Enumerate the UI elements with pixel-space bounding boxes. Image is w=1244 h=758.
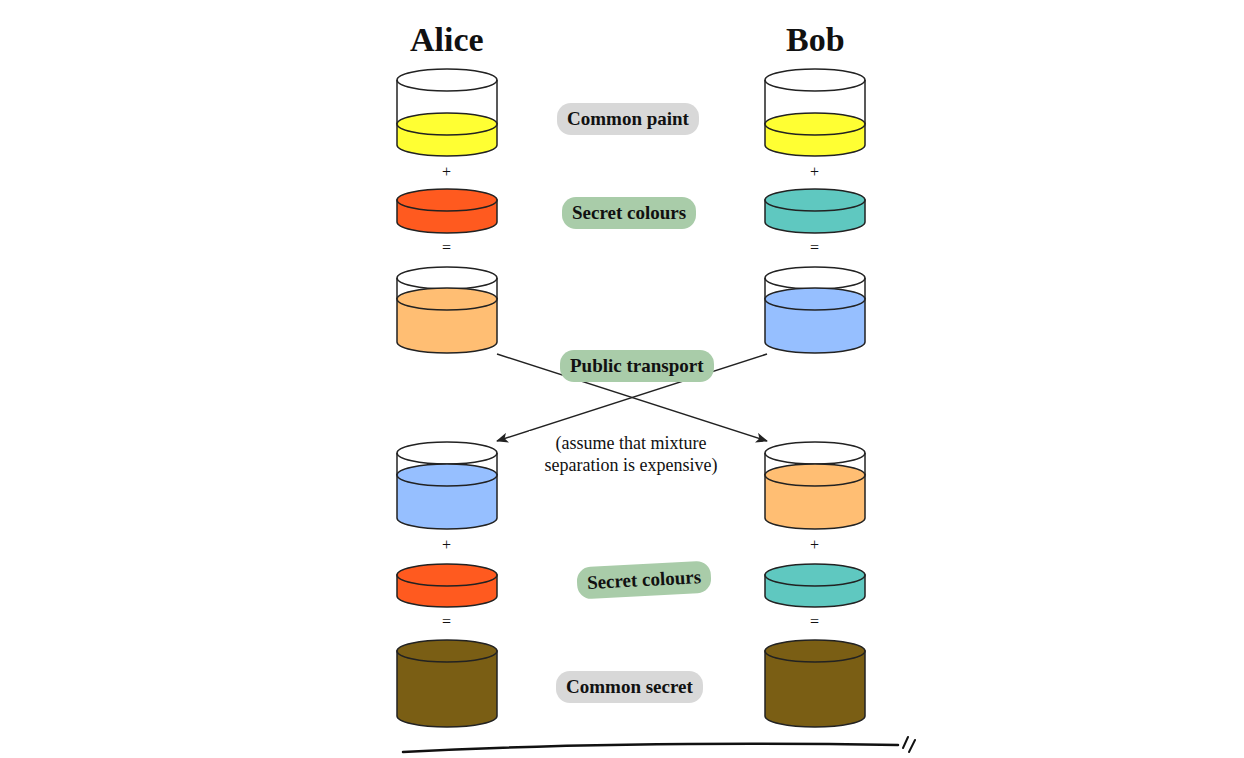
secret-cup bbox=[765, 640, 865, 727]
transport-arrow bbox=[497, 354, 767, 441]
equals-sign: = bbox=[810, 238, 819, 257]
pill-text: Secret colours bbox=[586, 565, 701, 595]
label-pill: Public transport bbox=[560, 350, 714, 382]
mixture-cup bbox=[397, 267, 497, 353]
paint-cup bbox=[397, 69, 497, 156]
received-cup bbox=[765, 442, 865, 529]
pill-text: Public transport bbox=[570, 354, 704, 378]
equals-sign: = bbox=[810, 612, 819, 631]
secret-disc bbox=[765, 189, 865, 233]
pill-text: Secret colours bbox=[572, 201, 686, 225]
pill-text: Common secret bbox=[566, 675, 693, 699]
secret-disc bbox=[765, 564, 865, 607]
secret-disc bbox=[397, 564, 497, 607]
person-name: Bob bbox=[786, 20, 845, 61]
mixture-cup bbox=[765, 267, 865, 353]
plus-sign: + bbox=[442, 535, 451, 554]
plus-sign: + bbox=[810, 535, 819, 554]
received-cup bbox=[397, 442, 497, 529]
underline-stroke bbox=[403, 737, 915, 752]
secret-cup bbox=[397, 640, 497, 727]
label-pill: Secret colours bbox=[576, 561, 712, 600]
person-name: Alice bbox=[410, 20, 484, 61]
assumption-note: (assume that mixture separation is expen… bbox=[529, 431, 733, 478]
plus-sign: + bbox=[810, 162, 819, 181]
label-pill: Common paint bbox=[557, 103, 699, 135]
transport-arrow bbox=[497, 354, 767, 441]
paint-cup bbox=[765, 69, 865, 156]
pill-text: Common paint bbox=[567, 107, 689, 131]
equals-sign: = bbox=[442, 238, 451, 257]
secret-disc bbox=[397, 189, 497, 233]
plus-sign: + bbox=[442, 162, 451, 181]
label-pill: Secret colours bbox=[562, 197, 696, 229]
label-pill: Common secret bbox=[556, 671, 703, 703]
equals-sign: = bbox=[442, 612, 451, 631]
